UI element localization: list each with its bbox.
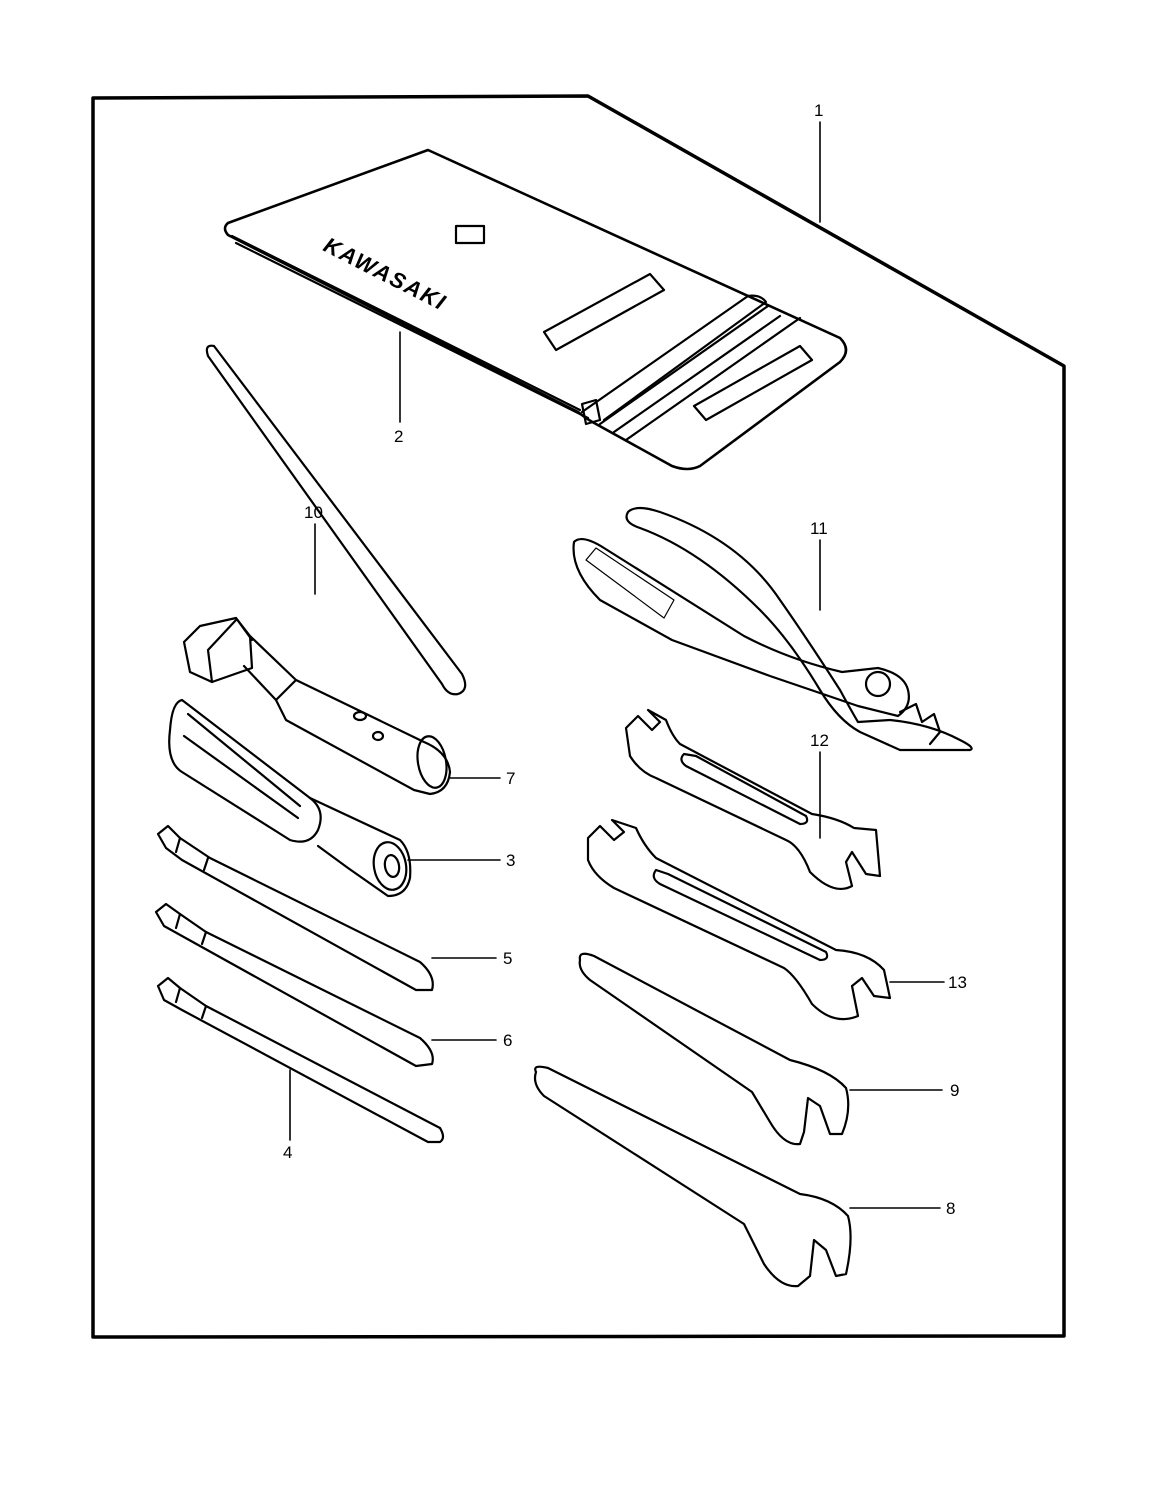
callout-6: 6	[503, 1031, 512, 1050]
screwdriver-bit-6	[154, 902, 434, 1068]
screwdriver-bit-5	[156, 824, 434, 992]
double-open-wrench-13	[586, 818, 892, 1021]
callout-2: 2	[394, 427, 403, 446]
pouch-label-patch	[454, 224, 486, 245]
leader-lines	[289, 121, 945, 1209]
callout-13: 13	[948, 973, 967, 992]
double-open-wrench-12	[624, 708, 882, 890]
callout-1: 1	[814, 101, 823, 120]
pouch-strap-1	[542, 272, 666, 352]
tommy-bar	[205, 344, 467, 696]
callout-3: 3	[506, 851, 515, 870]
box-wrench	[182, 616, 452, 796]
callout-7: 7	[506, 769, 515, 788]
screwdriver-handle	[168, 698, 412, 898]
open-end-wrench-9	[578, 952, 850, 1146]
callout-12: 12	[810, 731, 829, 750]
pouch-strap-2	[692, 344, 814, 422]
callout-9: 9	[950, 1081, 959, 1100]
callout-8: 8	[946, 1199, 955, 1218]
kit-border	[91, 94, 1066, 1339]
callout-labels: 1 2 3 4 5 6 7 8 9 10 11 12 13	[283, 101, 967, 1218]
open-end-wrench-8	[533, 1065, 852, 1288]
tool-pouch: KAWASAKI	[223, 148, 848, 471]
callout-10: 10	[304, 503, 323, 522]
callout-4: 4	[283, 1143, 292, 1162]
pouch-brand-text: KAWASAKI	[320, 232, 451, 315]
callout-11: 11	[810, 519, 828, 538]
screwdriver-bit-4	[156, 976, 445, 1144]
pliers	[572, 506, 973, 752]
callout-5: 5	[503, 949, 512, 968]
pliers-grip-texture	[585, 547, 675, 619]
